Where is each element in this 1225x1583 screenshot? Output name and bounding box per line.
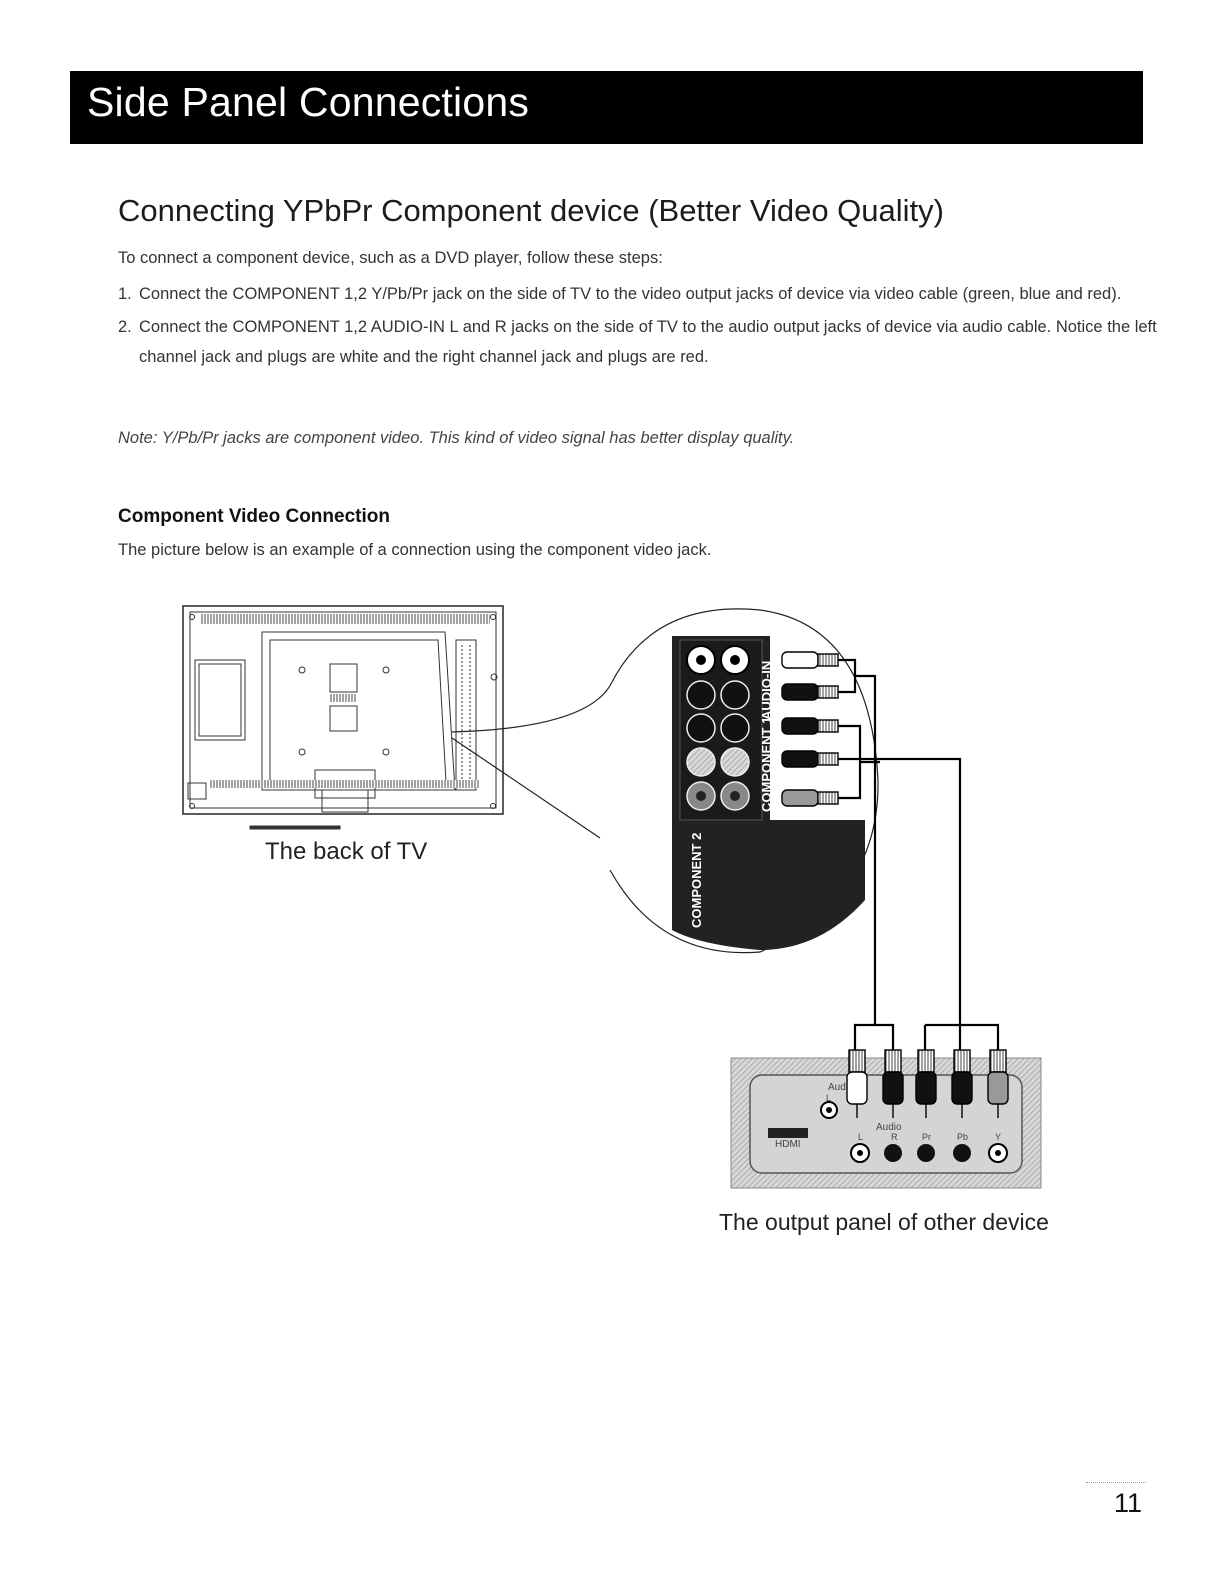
step-item: 2. Connect the COMPONENT 1,2 AUDIO-IN L … [118, 312, 1163, 372]
tv-side-panel-zoom: AUDIO-IN COMPONENT 1 COMPONENT 2 [672, 636, 865, 950]
step-item: 1. Connect the COMPONENT 1,2 Y/Pb/Pr jac… [118, 279, 1163, 309]
component-video-heading: Component Video Connection [118, 506, 390, 527]
note-text: Note: Y/Pb/Pr jacks are component video.… [118, 429, 795, 447]
tv-caption: The back of TV [265, 838, 428, 865]
audio-in-label: AUDIO-IN [759, 661, 774, 720]
device-jack-label-l: L [858, 1132, 863, 1142]
device-jack-label-pb: Pb [957, 1132, 968, 1142]
audio-bottom-label: Audio [876, 1122, 902, 1133]
intro-text: To connect a component device, such as a… [118, 249, 663, 267]
hdmi-label: HDMI [775, 1139, 801, 1150]
tv-jacks [686, 645, 750, 811]
device-caption: The output panel of other device [719, 1209, 1049, 1235]
device-jack-label-y: Y [995, 1132, 1001, 1142]
cables [838, 658, 1000, 1050]
step-text: Connect the COMPONENT 1,2 Y/Pb/Pr jack o… [139, 285, 1122, 303]
hdmi-port [768, 1128, 808, 1138]
component-video-text: The picture below is an example of a con… [118, 541, 712, 559]
zoom-callout-lines [451, 608, 879, 954]
component2-label: COMPONENT 2 [689, 833, 704, 928]
page-title: Side Panel Connections [87, 79, 530, 125]
tv-back-illustration [182, 605, 504, 830]
steps-list: 1. Connect the COMPONENT 1,2 Y/Pb/Pr jac… [118, 279, 1163, 375]
audio-top-label: Audio [828, 1082, 854, 1093]
page-number: 11 [1114, 1488, 1143, 1518]
component1-label: COMPONENT 1 [759, 717, 774, 812]
device-jack-label-pr: Pr [922, 1132, 931, 1142]
header-banner: Side Panel Connections [70, 71, 1143, 144]
audio-top-l-label: L [826, 1093, 831, 1103]
step-text: Connect the COMPONENT 1,2 AUDIO-IN L and… [139, 318, 1157, 366]
section-title: Connecting YPbPr Component device (Bette… [118, 193, 944, 228]
device-jack-label-r: R [891, 1132, 898, 1142]
tv-plugs [781, 651, 839, 807]
step-number: 1. [118, 285, 132, 303]
step-number: 2. [118, 318, 132, 336]
device-plugs [846, 1049, 1009, 1118]
device-bottom-jack-labels: L R Pr Pb Y [858, 1132, 1001, 1142]
page-number-rule [1086, 1482, 1146, 1483]
